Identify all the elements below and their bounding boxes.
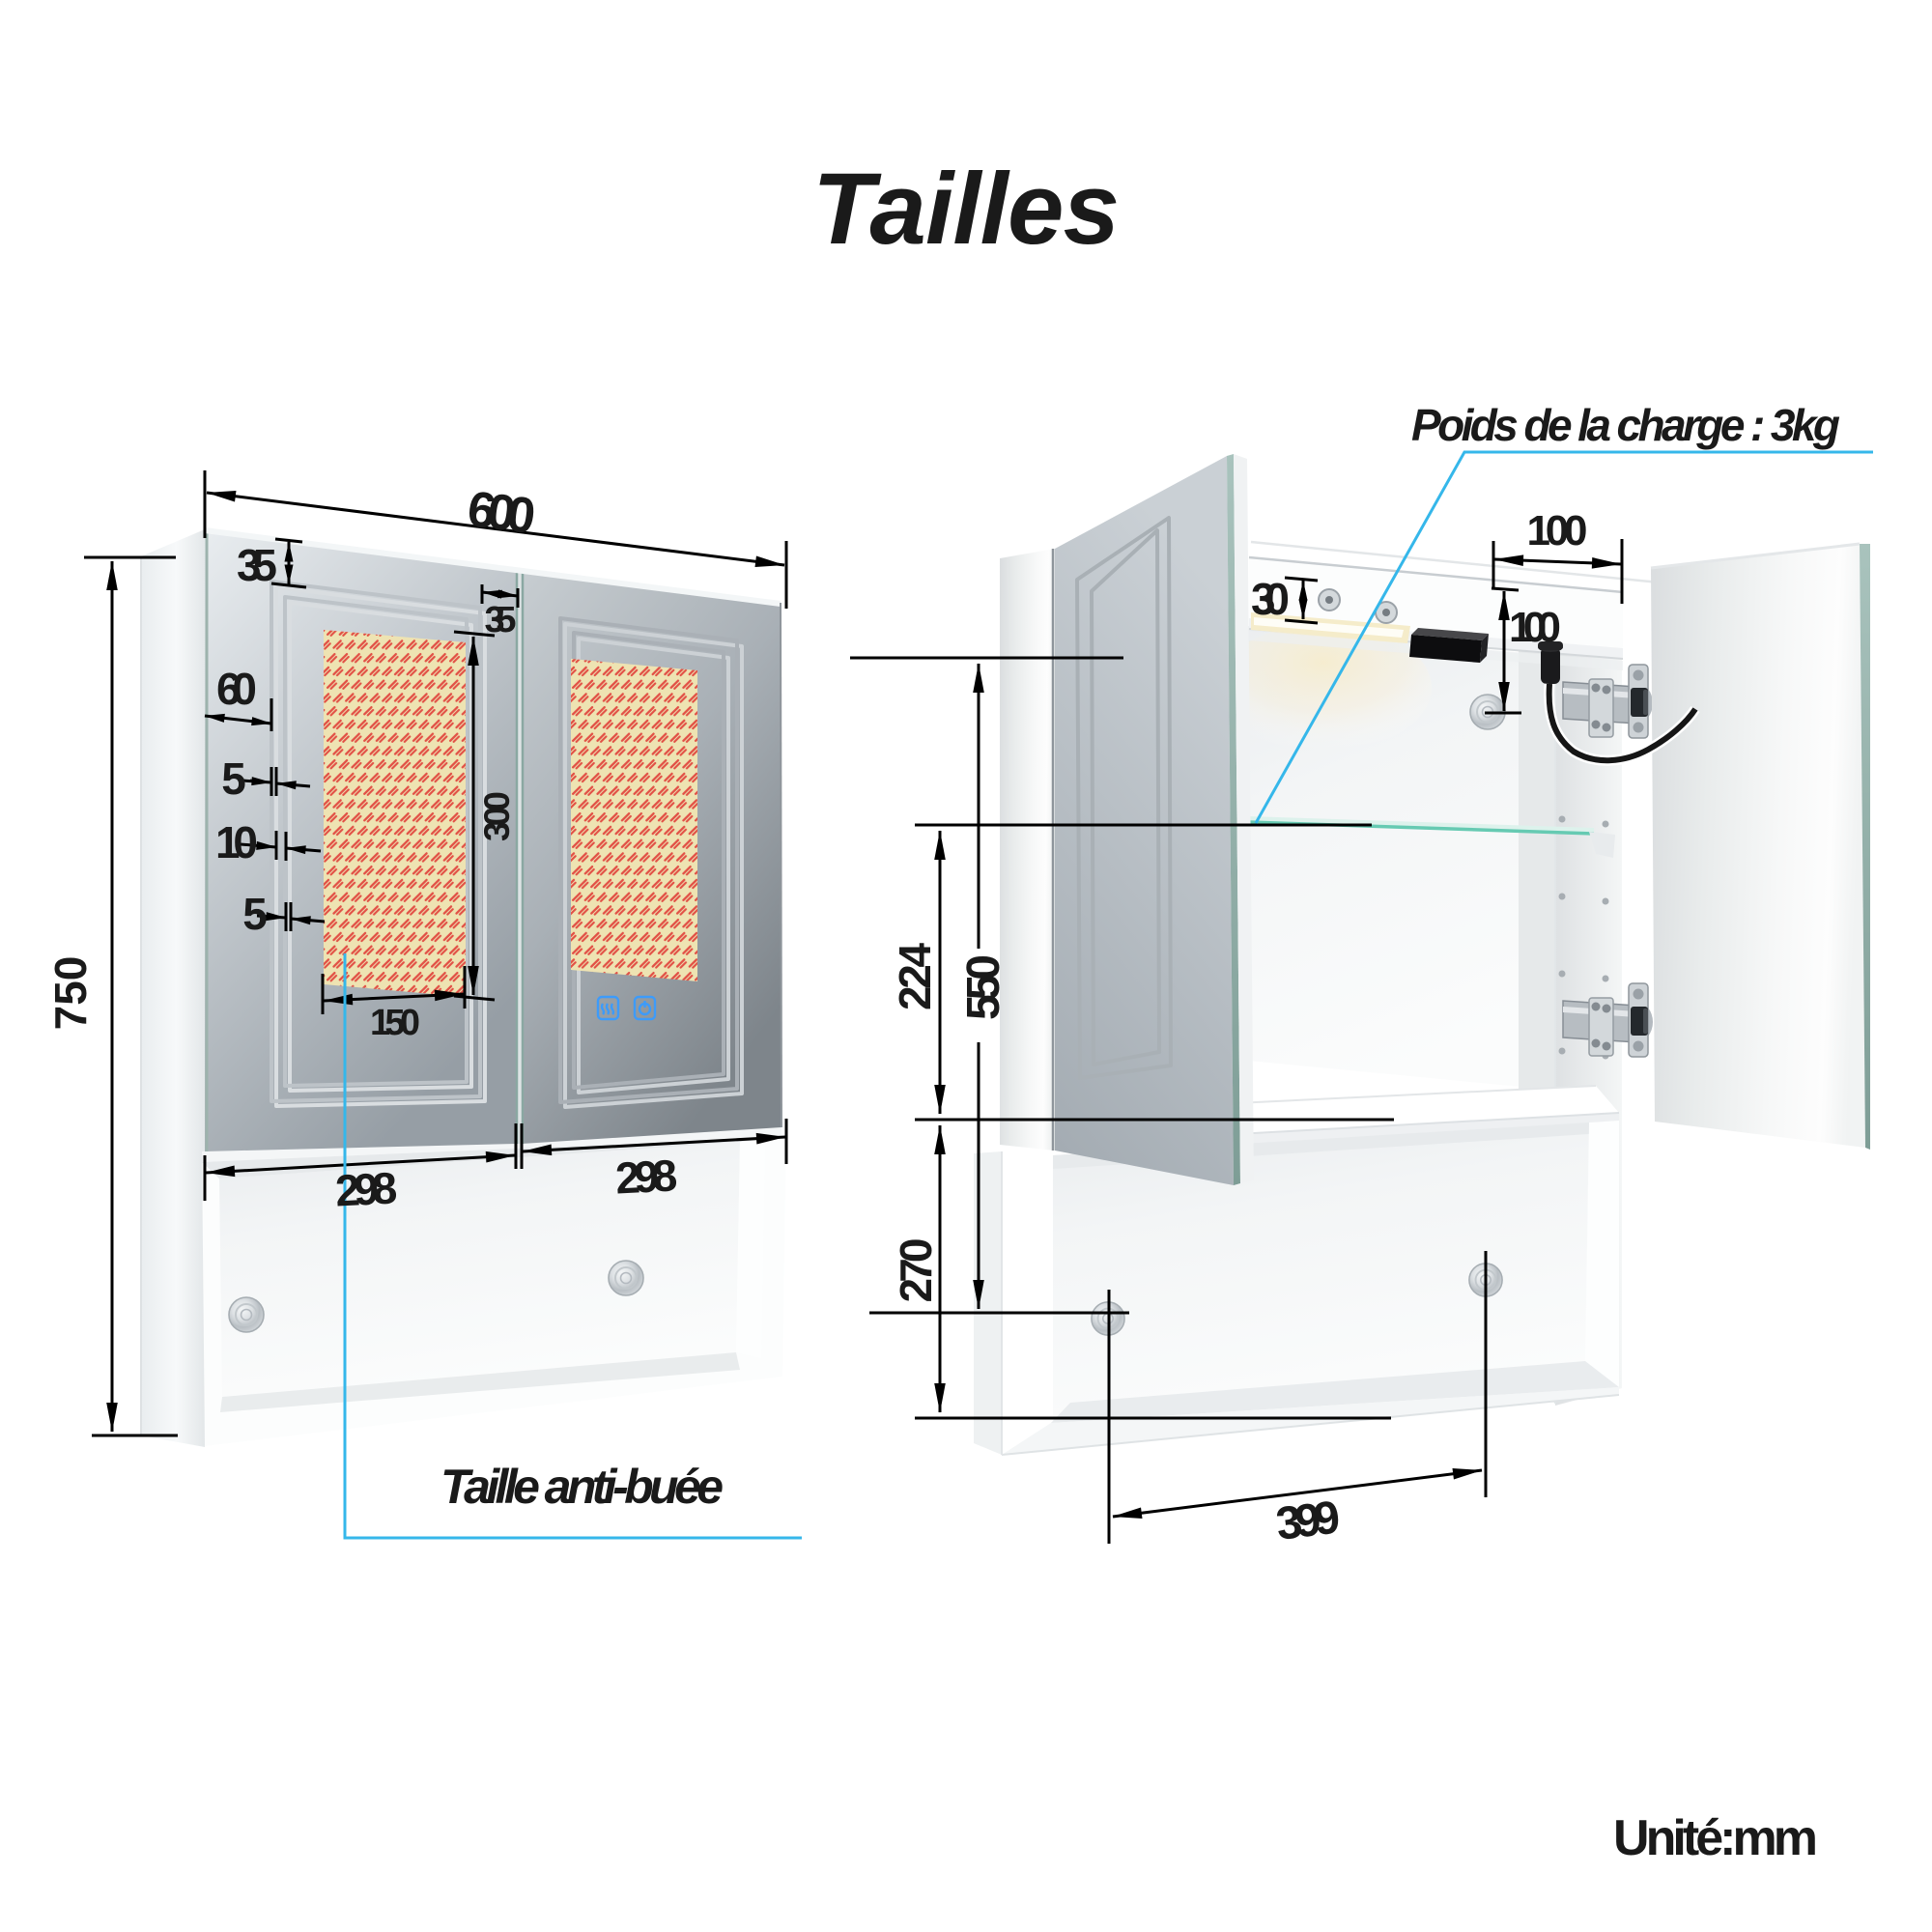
svg-text:550: 550: [958, 954, 1009, 1020]
svg-text:300: 300: [477, 791, 517, 841]
svg-text:600: 600: [465, 481, 539, 545]
svg-text:Poids de la charge : 3kg: Poids de la charge : 3kg: [1411, 400, 1840, 450]
svg-text:Taille anti-buée: Taille anti-buée: [440, 1460, 724, 1514]
svg-text:224: 224: [890, 943, 940, 1010]
svg-text:298: 298: [334, 1162, 399, 1215]
svg-text:100: 100: [1509, 604, 1561, 651]
svg-text:35: 35: [485, 600, 517, 640]
svg-text:5: 5: [221, 753, 246, 804]
svg-text:270: 270: [891, 1238, 941, 1303]
svg-text:60: 60: [216, 664, 257, 714]
svg-text:30: 30: [1251, 574, 1290, 624]
svg-text:5: 5: [242, 889, 268, 939]
svg-text:100: 100: [1527, 507, 1588, 554]
svg-text:150: 150: [370, 1003, 420, 1043]
svg-text:298: 298: [614, 1150, 679, 1203]
svg-text:10: 10: [215, 817, 258, 867]
svg-text:399: 399: [1273, 1492, 1343, 1550]
svg-text:35: 35: [237, 540, 277, 590]
svg-text:Unité:mm: Unité:mm: [1613, 1810, 1818, 1866]
svg-text:Tailles: Tailles: [812, 153, 1120, 266]
svg-text:750: 750: [45, 956, 96, 1031]
